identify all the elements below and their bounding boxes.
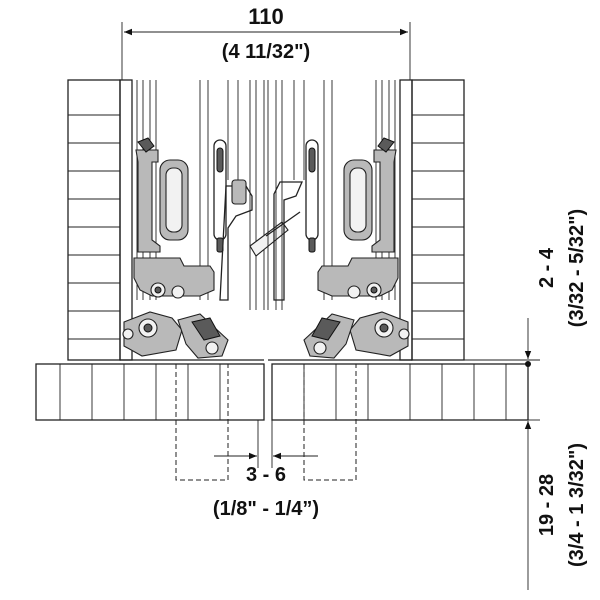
dimension-gap-value: 3 - 6: [246, 464, 286, 486]
dimension-top-width: 110 (4 11/32"): [121, 4, 411, 80]
dimension-right-lower-imperial: (3/4 - 1 3/32"): [566, 443, 588, 567]
dimension-top-imperial: (4 11/32"): [222, 41, 310, 63]
left-door-panel: [35, 363, 265, 421]
dimension-top-value: 110: [248, 4, 284, 29]
hinge-cup-outlines: [175, 364, 357, 481]
left-hinge-mechanism: [119, 79, 301, 361]
dimension-right-upper: 2 - 4 (3/32 - 5/32"): [464, 209, 588, 367]
right-hinge-mechanism: [267, 79, 413, 361]
dimension-gap: 3 - 6 (1/8" - 1/4”): [213, 420, 319, 520]
dimension-right-upper-value: 2 - 4: [536, 247, 558, 288]
left-side-panel: [67, 79, 121, 361]
dimension-right-lower-value: 19 - 28: [536, 474, 558, 536]
dimension-right-lower: 19 - 28 (3/4 - 1 3/32"): [524, 419, 588, 590]
right-side-panel: [411, 79, 465, 361]
dimension-gap-imperial: (1/8" - 1/4”): [213, 498, 319, 520]
right-door-panel: [271, 363, 529, 421]
dimension-right-upper-imperial: (3/32 - 5/32"): [566, 209, 588, 327]
